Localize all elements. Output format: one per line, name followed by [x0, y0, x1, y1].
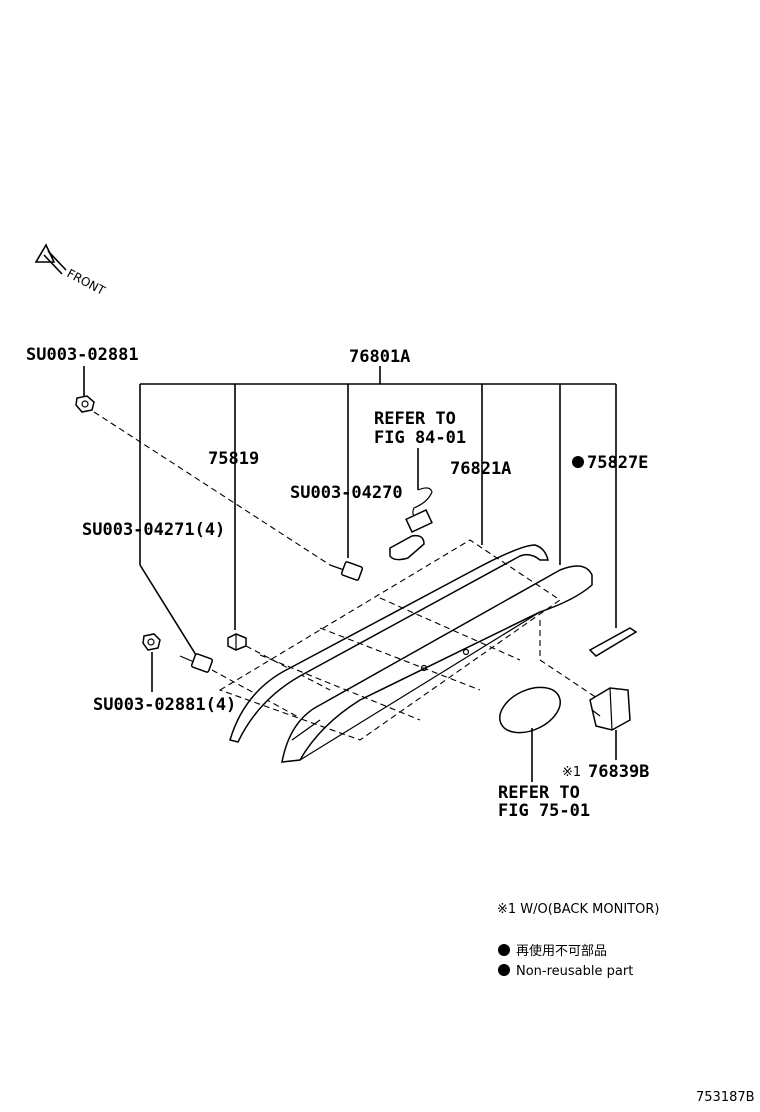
label-76839B: 76839B	[588, 762, 649, 782]
label-76821A: 76821A	[450, 459, 511, 479]
bullet-en-icon	[498, 964, 510, 976]
label-refer-top-2: FIG 84-01	[374, 428, 466, 448]
label-refer-bottom-1: REFER TO	[498, 783, 580, 803]
label-su003-02881-4: SU003-02881(4)	[93, 695, 236, 715]
non-reusable-bullet-icon	[572, 456, 584, 468]
label-su003-02881: SU003-02881	[26, 345, 139, 365]
label-75827E: 75827E	[587, 453, 648, 473]
label-refer-top-1: REFER TO	[374, 409, 456, 429]
lens-cover	[499, 686, 561, 734]
phantom-outline	[218, 539, 601, 741]
lamp-socket	[389, 487, 433, 561]
label-refer-bottom-2: FIG 75-01	[498, 801, 590, 821]
label-su003-04270: SU003-04270	[290, 483, 403, 503]
nut-left-middle	[142, 633, 161, 651]
nut-top-left	[75, 395, 95, 413]
front-label: FRONT	[65, 266, 108, 298]
screw-04271	[179, 653, 214, 673]
bracket-76839B	[589, 687, 631, 731]
assembly-bracket	[139, 366, 617, 630]
seal-75827E	[588, 627, 638, 657]
clip-75819	[227, 633, 247, 651]
figure-code: 753187B	[696, 1090, 755, 1105]
front-arrow-icon	[34, 243, 67, 275]
note-wo-back-monitor: ※1 W/O(BACK MONITOR)	[497, 902, 659, 917]
label-76839B-prefix: ※1	[562, 765, 581, 780]
spoiler-assembly	[229, 544, 593, 763]
label-su003-04271: SU003-04271(4)	[82, 520, 225, 540]
bullet-jp-icon	[498, 944, 510, 956]
label-76801A: 76801A	[349, 347, 410, 367]
label-75819: 75819	[208, 449, 259, 469]
note-en: Non-reusable part	[516, 964, 633, 979]
note-jp: 再使用不可部品	[516, 943, 607, 959]
screw-04270	[329, 561, 364, 581]
